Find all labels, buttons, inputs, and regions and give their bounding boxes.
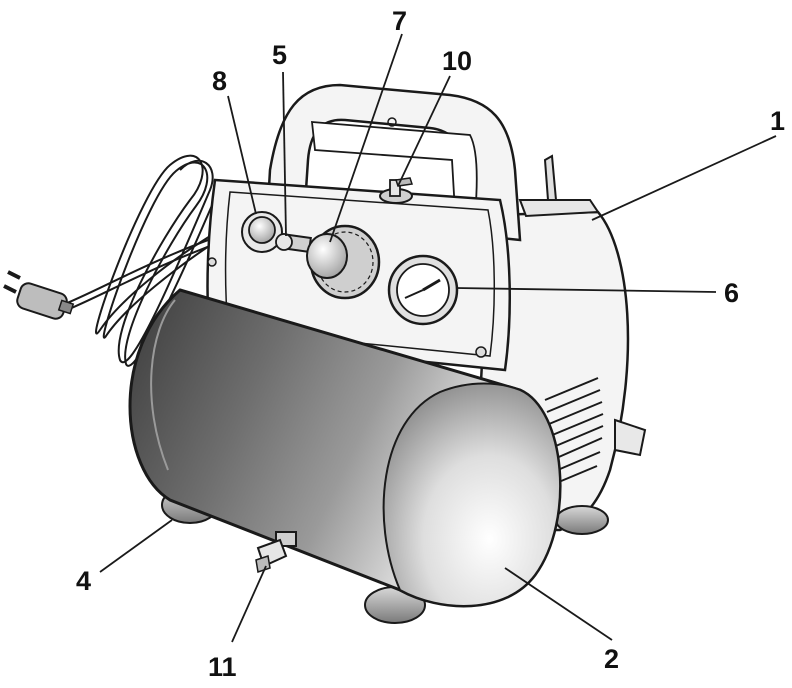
callout-1: 1 (770, 106, 785, 136)
callout-10: 10 (442, 46, 472, 76)
switch-button-icon (241, 211, 283, 253)
leader-line-7 (329, 33, 403, 243)
quick-coupler-icon (275, 232, 312, 254)
air-tank (128, 288, 562, 608)
leader-line-2 (504, 567, 613, 641)
handle-valve-icon (379, 177, 413, 204)
callout-7: 7 (392, 6, 407, 36)
leader-line-8 (227, 95, 257, 215)
leader-lines (99, 33, 777, 643)
callout-6: 6 (724, 278, 739, 308)
leader-line-10 (397, 75, 451, 187)
leader-line-1 (591, 135, 777, 221)
callout-5: 5 (272, 40, 287, 70)
callout-labels: 1 2 4 5 6 7 8 10 11 (76, 6, 785, 682)
pressure-regulator-knob-icon (306, 224, 381, 300)
leader-line-6 (455, 287, 717, 293)
callout-2: 2 (604, 644, 619, 674)
callout-4: 4 (76, 566, 91, 596)
callout-11: 11 (208, 652, 237, 682)
pressure-gauge-icon (387, 254, 459, 326)
leader-line-11 (231, 565, 267, 643)
plug-icon (3, 270, 75, 320)
drain-valve-icon (255, 531, 297, 573)
callout-8: 8 (212, 66, 227, 96)
leader-line-4 (99, 519, 173, 573)
rear-foot-icon (555, 505, 609, 535)
leader-line-5 (282, 71, 287, 237)
